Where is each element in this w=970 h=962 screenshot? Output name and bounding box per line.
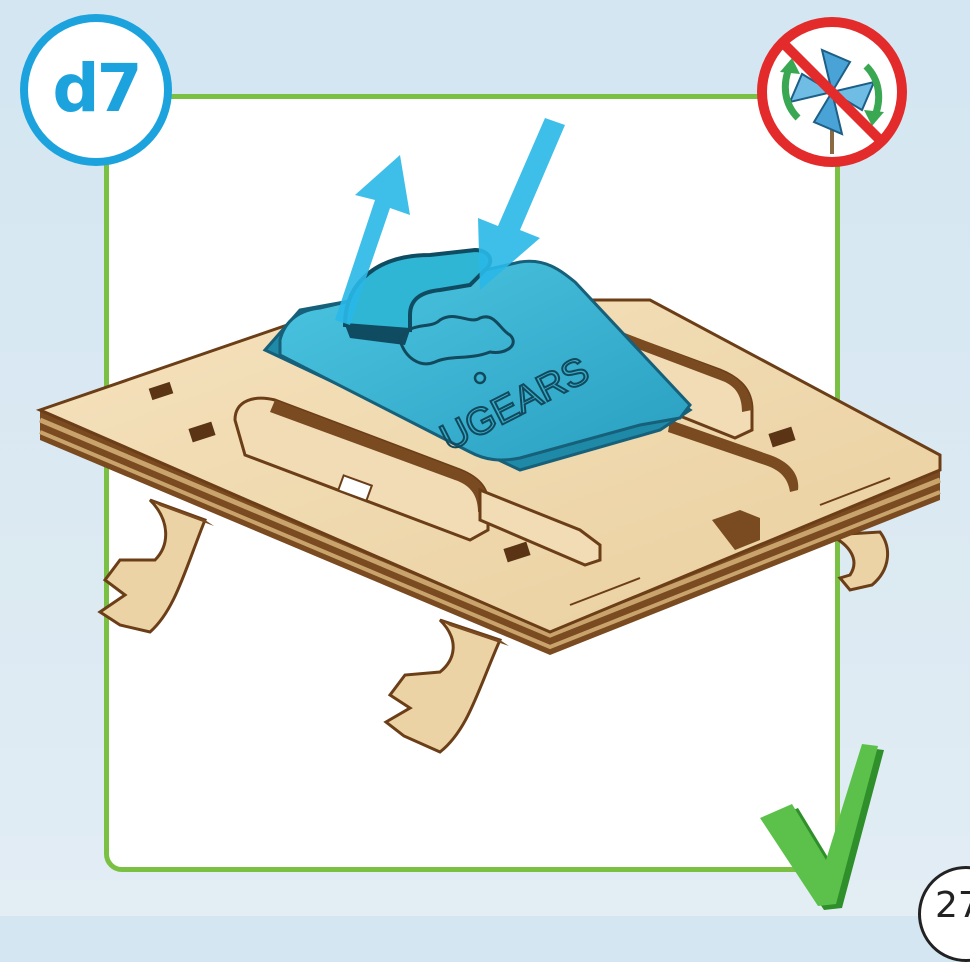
- table-leg-right: [830, 532, 888, 590]
- table-leg-front: [386, 620, 509, 752]
- no-wind-pinwheel-icon: [754, 14, 910, 170]
- table-leg-left: [100, 500, 214, 632]
- page-number-label: 27: [935, 885, 970, 926]
- checkmark-icon: [760, 738, 890, 916]
